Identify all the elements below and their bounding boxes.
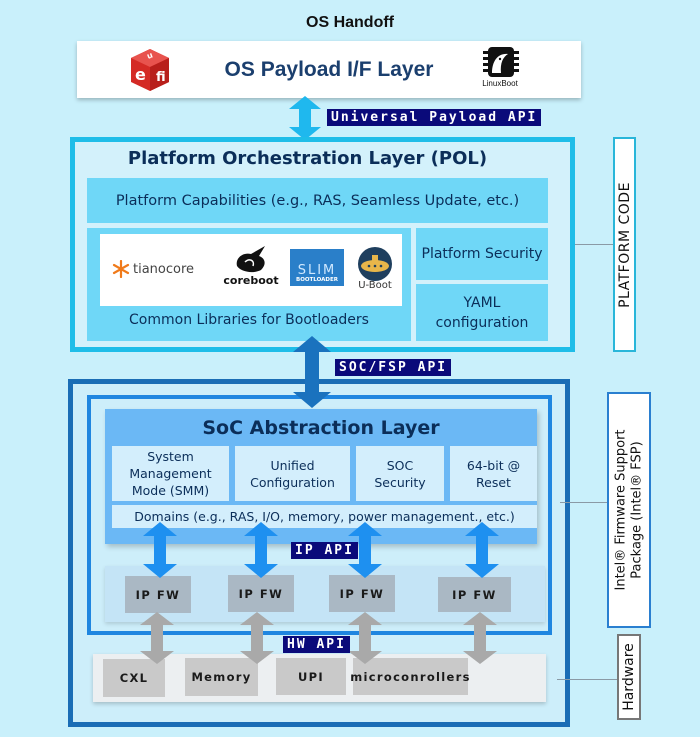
u-boot-label: U-Boot (358, 280, 392, 291)
tianocore-label: tianocore (133, 261, 195, 277)
slim-bootloader-logo: SLIM BOOTLOADER (290, 249, 344, 286)
hardware-label: Hardware (621, 643, 637, 711)
tianocore-logo: tianocore (112, 260, 194, 278)
slim-label: SLIM (297, 263, 337, 278)
linuxboot-label: LinuxBoot (482, 79, 518, 88)
soc-sec-line1: SOC (386, 457, 414, 473)
platform-code-label: PLATFORM CODE (616, 181, 633, 308)
platform-code-label-box: PLATFORM CODE (613, 137, 636, 352)
universal-payload-api-label: Universal Payload API (327, 109, 542, 126)
ip-fw-box: IP FW (329, 575, 395, 612)
coreboot-rabbit-icon (236, 246, 265, 273)
soc-sec-line2: Security (374, 474, 426, 490)
hw-api-label: HW API (283, 636, 350, 653)
fsp-label-box: Intel® Firmware Support Package (Intel® … (607, 392, 651, 628)
svg-text:fi: fi (156, 70, 166, 85)
common-libraries-label: Common Libraries for Bootloaders (129, 312, 369, 328)
fsp-label-line1: Intel® Firmware Support (613, 429, 629, 591)
uefi-logo-icon: u e fi (131, 49, 169, 91)
yaml-configuration: YAML configuration (416, 284, 548, 341)
coreboot-label: coreboot (223, 274, 279, 287)
smm-line3: Mode (SMM) (131, 483, 210, 498)
hw-block-memory: Memory (185, 658, 258, 696)
svg-text:u: u (146, 50, 155, 61)
svg-text:e: e (135, 65, 146, 84)
common-libraries: tianocore coreboot SLIM BOOTLOADER (87, 228, 411, 341)
hw-block-cxl: CXL (103, 659, 165, 697)
smm-line2: Management (129, 466, 212, 481)
slim-sublabel: BOOTLOADER (296, 277, 338, 283)
hardware-connector (557, 679, 617, 680)
bootloader-logos: tianocore coreboot SLIM BOOTLOADER (100, 234, 402, 306)
tianocore-star-icon (112, 260, 130, 278)
hardware-band: CXL Memory UPI microconrollers (93, 654, 546, 702)
linuxboot-logo-icon (483, 47, 519, 77)
smm-line1: System (147, 449, 194, 464)
os-handoff-title: OS Handoff (306, 14, 394, 31)
os-payload-layer-title: OS Payload I/F Layer (224, 58, 434, 81)
os-payload-layer: u e fi OS Payload I/F Layer LinuxBoot (77, 41, 581, 98)
platform-security: Platform Security (416, 228, 548, 280)
coreboot-logo: coreboot (222, 244, 280, 287)
hw-api-arrow-icon (348, 612, 382, 664)
platform-code-connector (575, 244, 613, 245)
ip-fw-box: IP FW (438, 577, 511, 612)
soc-title: SoC Abstraction Layer (202, 417, 440, 439)
fsp-label: Intel® Firmware Support Package (Intel® … (613, 429, 645, 590)
fsp-label-line2: Package (Intel® FSP) (629, 441, 645, 579)
soc-cell-64bit-reset: 64-bit @Reset (450, 446, 537, 501)
soc-fsp-api-label: SOC/FSP API (335, 359, 452, 376)
hardware-label-box: Hardware (617, 634, 641, 720)
soc-domains: Domains (e.g., RAS, I/O, memory, power m… (112, 505, 537, 528)
unified-line2: Configuration (250, 474, 335, 490)
pol-title: Platform Orchestration Layer (POL) (127, 148, 488, 169)
hw-block-upi: UPI (276, 658, 346, 695)
reset-line1: 64-bit @ (466, 457, 521, 473)
hw-block-microcontrollers: microconrollers (350, 658, 469, 695)
hw-api-arrow-icon (463, 612, 497, 664)
u-boot-submarine-icon (358, 247, 392, 281)
ip-api-arrow-icon (348, 522, 382, 578)
ip-firmware-band: IP FW IP FW IP FW IP FW (105, 566, 545, 622)
ip-api-arrow-icon (143, 522, 177, 578)
ip-fw-box: IP FW (228, 575, 294, 612)
hw-api-arrow-icon (240, 612, 274, 664)
platform-orchestration-layer: Platform Orchestration Layer (POL) Platf… (70, 137, 575, 352)
unified-line1: Unified (270, 457, 315, 473)
reset-line2: Reset (476, 474, 511, 490)
ip-fw-box: IP FW (125, 576, 191, 613)
platform-capabilities: Platform Capabilities (e.g., RAS, Seamle… (87, 178, 548, 223)
u-boot-logo: U-Boot (352, 246, 398, 291)
ip-api-arrow-icon (465, 522, 499, 578)
soc-fsp-arrow-icon (293, 336, 331, 408)
universal-payload-arrow-icon (289, 96, 321, 140)
fsp-connector (560, 502, 607, 503)
hw-api-arrow-icon (140, 612, 174, 664)
ip-api-label: IP API (291, 542, 358, 559)
ip-api-arrow-icon (244, 522, 278, 578)
